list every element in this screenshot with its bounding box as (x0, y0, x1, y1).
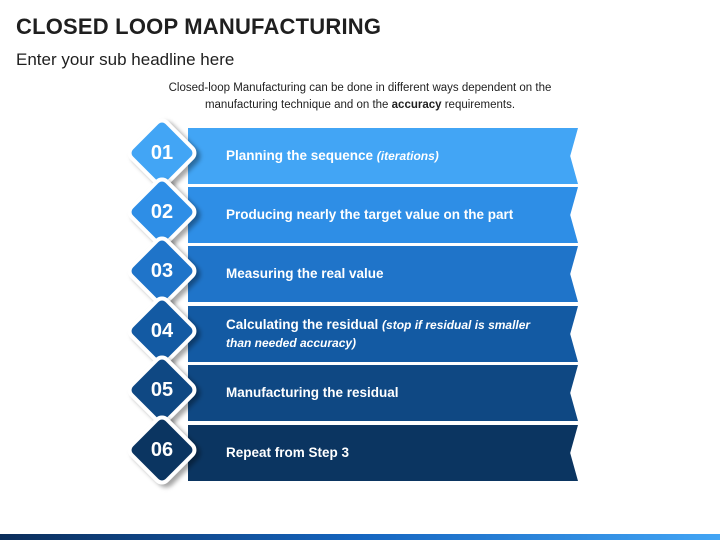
step-2: Producing nearly the target value on the… (0, 173, 720, 254)
step-label: Repeat from Step 3 (226, 445, 350, 460)
step-number: 04 (150, 319, 174, 342)
step-number: 05 (150, 378, 174, 401)
step-text: Calculating the residual (stop if residu… (226, 306, 552, 362)
step-text: Planning the sequence (iterations) (226, 128, 552, 184)
step-label: Planning the sequence (226, 148, 377, 163)
step-label-note: (stop if residual is smaller than needed… (226, 318, 531, 350)
step-number: 01 (150, 141, 174, 164)
step-text: Repeat from Step 3 (226, 425, 552, 481)
intro-text-bold: accuracy (391, 99, 442, 111)
step-banner: Planning the sequence (iterations) (188, 128, 578, 184)
step-3: Measuring the real value 03 (0, 232, 720, 313)
step-number: 02 (150, 200, 174, 223)
step-banner: Manufacturing the residual (188, 365, 578, 421)
step-label: Calculating the residual (226, 317, 383, 332)
step-label: Producing nearly the target value on the… (226, 207, 514, 222)
step-6: Repeat from Step 3 06 (0, 411, 720, 492)
step-label: Measuring the real value (226, 266, 384, 281)
intro-paragraph: Closed-loop Manufacturing can be done in… (150, 80, 570, 114)
step-banner: Producing nearly the target value on the… (188, 187, 578, 243)
step-banner: Repeat from Step 3 (188, 425, 578, 481)
step-banner: Measuring the real value (188, 246, 578, 302)
step-number: 06 (150, 438, 174, 461)
bottom-accent-bar (0, 534, 720, 540)
step-banner: Calculating the residual (stop if residu… (188, 306, 578, 362)
step-text: Manufacturing the residual (226, 365, 552, 421)
step-number: 03 (150, 259, 174, 282)
intro-text-start: Closed-loop Manufacturing can be done in… (168, 82, 552, 111)
step-1: Planning the sequence (iterations) 01 (0, 114, 720, 195)
step-text: Producing nearly the target value on the… (226, 187, 552, 243)
step-label-note: (iterations) (376, 149, 439, 163)
page-subtitle: Enter your sub headline here (16, 50, 235, 69)
step-label: Manufacturing the residual (226, 385, 399, 400)
page-title: CLOSED LOOP MANUFACTURING (16, 14, 382, 39)
step-4: Calculating the residual (stop if residu… (0, 292, 720, 373)
intro-text-end: requirements. (441, 99, 516, 111)
step-text: Measuring the real value (226, 246, 552, 302)
step-5: Manufacturing the residual 05 (0, 351, 720, 432)
